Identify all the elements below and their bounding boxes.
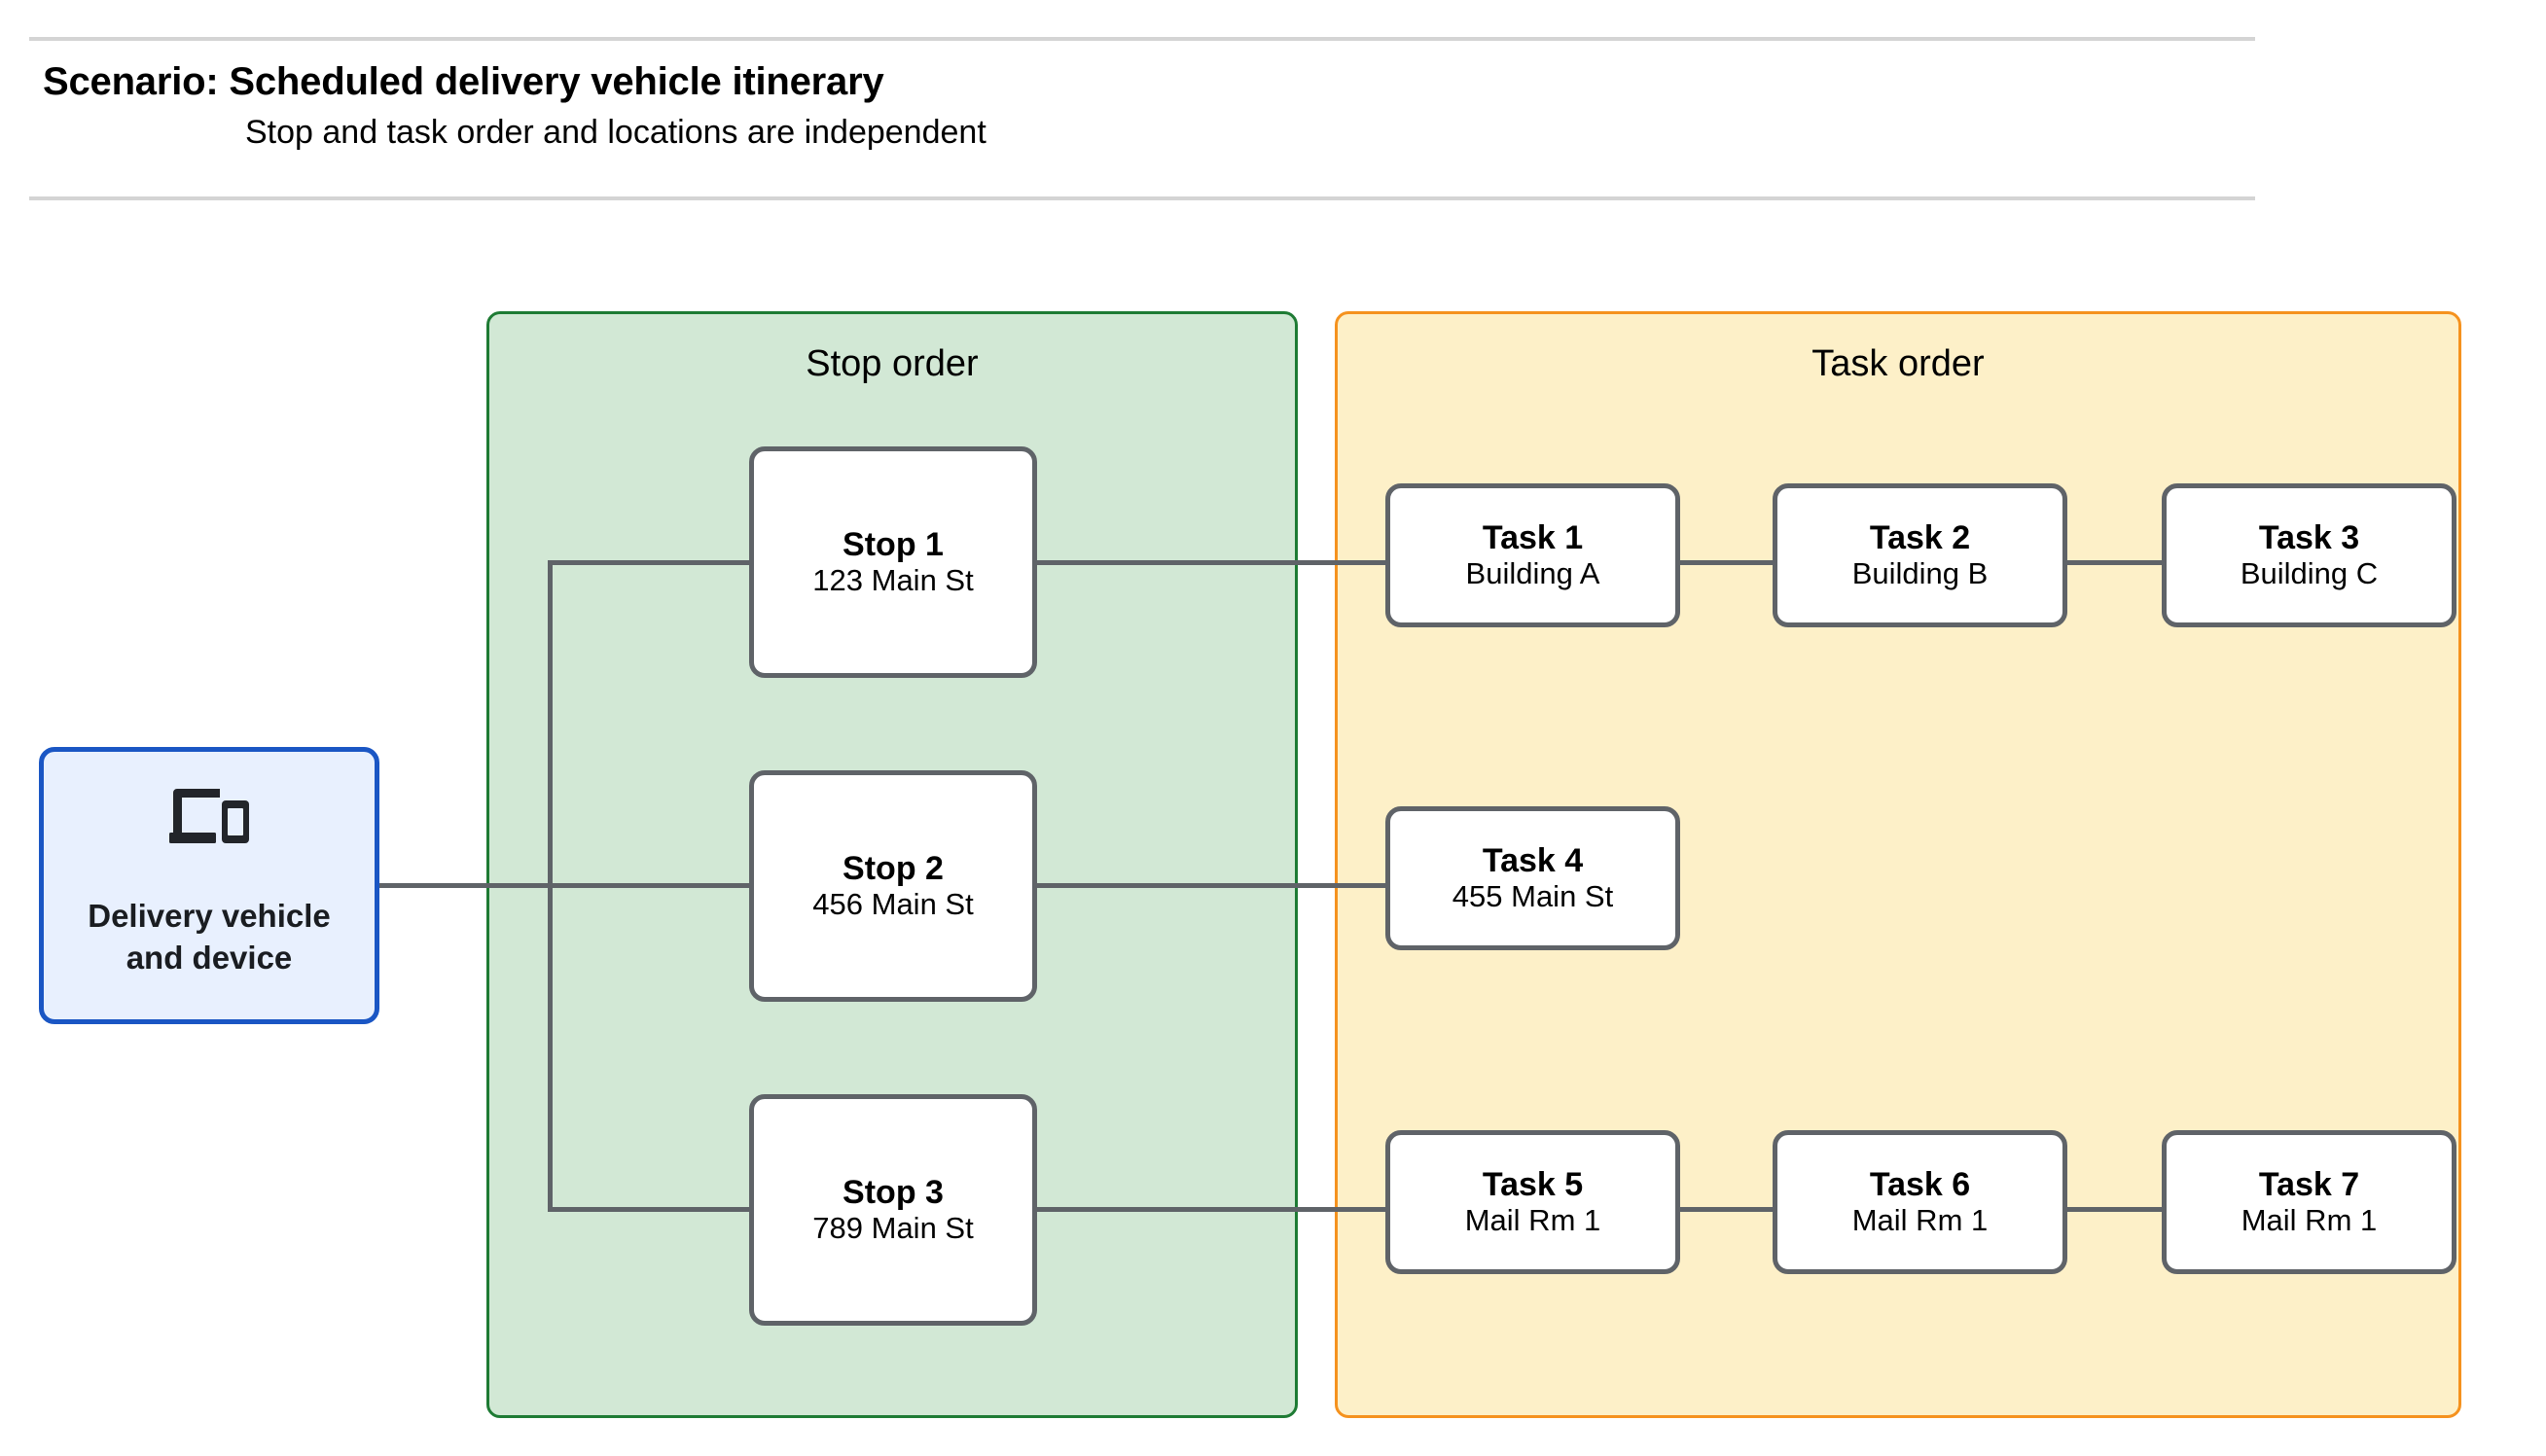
edge-trunk-to-stop-3 [548, 1207, 754, 1212]
node-task-5-location: Mail Rm 1 [1464, 1202, 1601, 1237]
header-divider-bottom [29, 196, 2255, 200]
node-stop-2-title: Stop 2 [843, 849, 944, 887]
devices-icon [169, 789, 249, 843]
node-task-3-title: Task 3 [2258, 518, 2360, 556]
node-task-6-location: Mail Rm 1 [1851, 1202, 1989, 1237]
node-stop-3-title: Stop 3 [843, 1173, 944, 1211]
edge-task-1-to-task-2 [1675, 560, 1777, 565]
node-delivery-vehicle-label: Delivery vehicle and device [88, 896, 331, 979]
page-subtitle: Stop and task order and locations are in… [245, 114, 986, 151]
edge-stop-trunk-vertical [548, 560, 553, 1212]
node-stop-3-location: 789 Main St [812, 1210, 974, 1245]
node-delivery-vehicle-label-line1: Delivery vehicle [88, 898, 331, 934]
node-task-5[interactable]: Task 5 Mail Rm 1 [1385, 1130, 1680, 1274]
node-stop-2-location: 456 Main St [812, 886, 974, 921]
node-task-4[interactable]: Task 4 455 Main St [1385, 806, 1680, 950]
group-task-order-title: Task order [1811, 343, 1985, 384]
node-task-2-title: Task 2 [1869, 518, 1971, 556]
edge-vehicle-to-trunk [379, 883, 754, 888]
node-stop-1[interactable]: Stop 1 123 Main St [749, 446, 1037, 678]
edge-stop-1-to-task-1 [1032, 560, 1390, 565]
page-title: Scenario: Scheduled delivery vehicle iti… [43, 60, 884, 103]
node-task-7-location: Mail Rm 1 [2241, 1202, 2378, 1237]
node-task-2-location: Building B [1851, 555, 1989, 590]
node-task-3-location: Building C [2240, 555, 2379, 590]
node-task-1[interactable]: Task 1 Building A [1385, 483, 1680, 627]
node-stop-1-location: 123 Main St [812, 562, 974, 597]
header-divider-top [29, 37, 2255, 41]
edge-task-5-to-task-6 [1675, 1207, 1777, 1212]
node-delivery-vehicle-and-device[interactable]: Delivery vehicle and device [39, 747, 379, 1024]
group-stop-order-title: Stop order [806, 343, 979, 384]
node-task-7[interactable]: Task 7 Mail Rm 1 [2162, 1130, 2456, 1274]
node-stop-2[interactable]: Stop 2 456 Main St [749, 770, 1037, 1002]
node-task-5-title: Task 5 [1482, 1165, 1584, 1203]
edge-task-2-to-task-3 [2062, 560, 2167, 565]
node-stop-3[interactable]: Stop 3 789 Main St [749, 1094, 1037, 1326]
node-task-6[interactable]: Task 6 Mail Rm 1 [1773, 1130, 2067, 1274]
node-task-1-title: Task 1 [1482, 518, 1584, 556]
edge-trunk-to-stop-1 [548, 560, 754, 565]
edge-stop-2-to-task-4 [1032, 883, 1390, 888]
node-delivery-vehicle-label-line2: and device [126, 939, 293, 976]
edge-stop-3-to-task-5 [1032, 1207, 1390, 1212]
node-task-2[interactable]: Task 2 Building B [1773, 483, 2067, 627]
node-task-4-title: Task 4 [1482, 841, 1584, 879]
node-task-4-location: 455 Main St [1452, 878, 1614, 913]
node-task-6-title: Task 6 [1869, 1165, 1971, 1203]
node-stop-1-title: Stop 1 [843, 525, 944, 563]
node-task-1-location: Building A [1465, 555, 1600, 590]
edge-task-6-to-task-7 [2062, 1207, 2167, 1212]
node-task-7-title: Task 7 [2258, 1165, 2360, 1203]
node-task-3[interactable]: Task 3 Building C [2162, 483, 2456, 627]
